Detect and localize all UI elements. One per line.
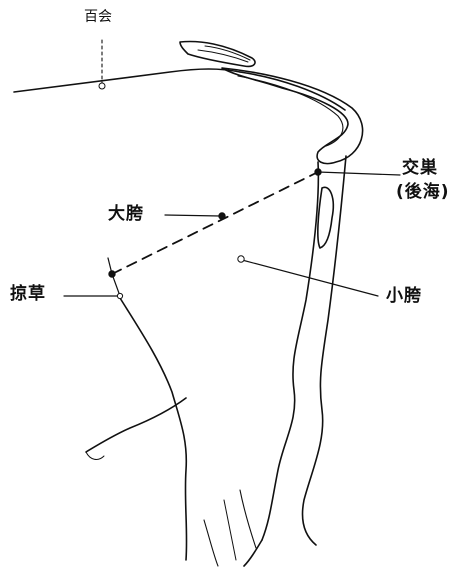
tail-tip bbox=[180, 42, 255, 67]
xiaokua-point bbox=[238, 256, 244, 262]
hock-lines bbox=[240, 490, 256, 548]
liancao-upper-point bbox=[109, 271, 115, 277]
label-dakua: 大胯 bbox=[108, 206, 144, 223]
baihui-point bbox=[99, 83, 105, 89]
tail-inner bbox=[262, 162, 318, 540]
back-outline bbox=[14, 69, 240, 92]
jiaochao-point bbox=[315, 169, 321, 175]
label-liancao: 掠草 bbox=[10, 286, 46, 303]
liancao-point bbox=[117, 293, 122, 298]
dakua-leader bbox=[165, 215, 220, 216]
label-jiaochao: 交巣 bbox=[402, 160, 438, 177]
thigh-front bbox=[120, 298, 187, 560]
tail-fold bbox=[318, 187, 333, 248]
tail-outer bbox=[303, 156, 347, 545]
label-xiaokua: 小胯 bbox=[386, 288, 422, 305]
label-houhai: (後海) bbox=[396, 184, 450, 201]
dakua-point bbox=[219, 213, 225, 219]
label-baihui: 百会 bbox=[84, 10, 112, 24]
jiaochao-leader bbox=[318, 172, 400, 175]
tail-loop bbox=[222, 68, 363, 164]
xiaokua-leader bbox=[242, 260, 378, 296]
leg-back bbox=[244, 540, 262, 566]
belly-line bbox=[86, 398, 186, 452]
